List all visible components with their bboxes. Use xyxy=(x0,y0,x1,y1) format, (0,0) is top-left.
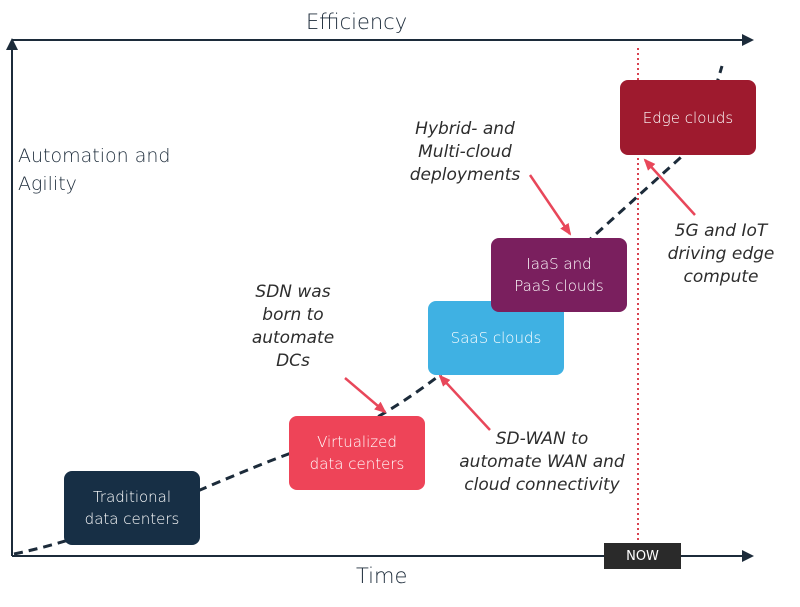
annotation-line: Multi-cloud xyxy=(418,142,512,162)
annotation-line: SDN was xyxy=(255,282,331,302)
annotation-line: cloud connectivity xyxy=(464,475,620,495)
stage-label: PaaS clouds xyxy=(514,277,604,295)
stage-label: data centers xyxy=(84,510,180,528)
annotation-line: compute xyxy=(683,267,759,287)
stage-saas-clouds: SaaS clouds xyxy=(428,301,564,375)
y-axis-title-line: Agility xyxy=(18,173,77,195)
annotation-line: DCs xyxy=(276,351,310,371)
annotation-line: driving edge xyxy=(667,244,775,264)
y-axis-title: Automation and Agility xyxy=(18,142,170,198)
annotation-sdwan: SD-WAN to automate WAN and cloud connect… xyxy=(444,428,640,497)
annotation-iot: 5G and IoT driving edge compute xyxy=(662,220,780,289)
annotation-line: automate WAN and xyxy=(459,452,625,472)
hybrid-arrow xyxy=(528,174,572,236)
iot-arrow xyxy=(643,158,696,216)
y-axis-title-line: Automation and xyxy=(18,145,171,167)
stage-traditional-data-centers: Traditional data centers xyxy=(64,471,200,545)
stage-label: Edge clouds xyxy=(642,108,734,127)
sdwan-arrow xyxy=(438,374,491,431)
stage-label: Traditional xyxy=(92,488,172,506)
stage-label: Virtualized xyxy=(317,433,397,451)
stage-label: data centers xyxy=(309,455,405,473)
annotation-line: automate xyxy=(251,328,335,348)
stage-label: IaaS and xyxy=(526,255,592,273)
stage-edge-clouds: Edge clouds xyxy=(620,80,756,155)
x-axis-title: Time xyxy=(356,564,408,588)
sdn-arrow xyxy=(344,377,387,414)
stage-virtualized-data-centers: Virtualized data centers xyxy=(289,416,425,490)
top-axis-title: Efficiency xyxy=(306,10,408,34)
now-badge: NOW xyxy=(604,543,681,569)
annotation-hybrid: Hybrid- and Multi-cloud deployments xyxy=(398,118,532,187)
annotation-line: 5G and IoT xyxy=(674,221,768,241)
annotation-line: born to xyxy=(262,305,324,325)
stage-iaas-paas-clouds: IaaS and PaaS clouds xyxy=(491,238,627,312)
stage-label: SaaS clouds xyxy=(450,329,542,347)
annotation-line: deployments xyxy=(409,165,521,185)
annotation-line: SD-WAN to xyxy=(495,429,589,449)
annotation-line: Hybrid- and xyxy=(415,119,515,139)
annotation-sdn: SDN was born to automate DCs xyxy=(238,281,348,373)
